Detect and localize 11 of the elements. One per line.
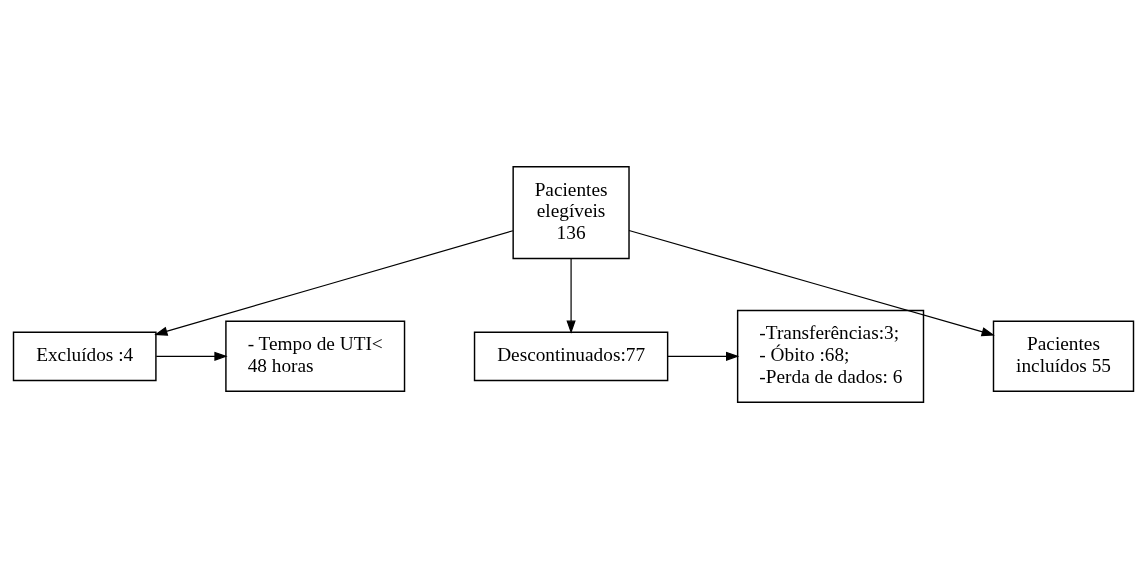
node-box: -Transferências:3; - Óbito :68; -Perda de dados: 6 <box>736 309 925 403</box>
arrow <box>154 230 514 336</box>
arrow <box>667 351 740 361</box>
node-box: Pacientes incluídos 55 <box>992 320 1135 393</box>
arrow <box>566 257 576 334</box>
arrow <box>155 351 228 361</box>
node-box: Excluídos :4 <box>12 331 157 382</box>
node-box: Descontinuados:77 <box>473 331 669 382</box>
arrow <box>628 229 995 337</box>
node-box: Pacientes elegíveis 136 <box>512 166 630 260</box>
node-box: - Tempo de UTI< 48 horas <box>225 320 406 393</box>
